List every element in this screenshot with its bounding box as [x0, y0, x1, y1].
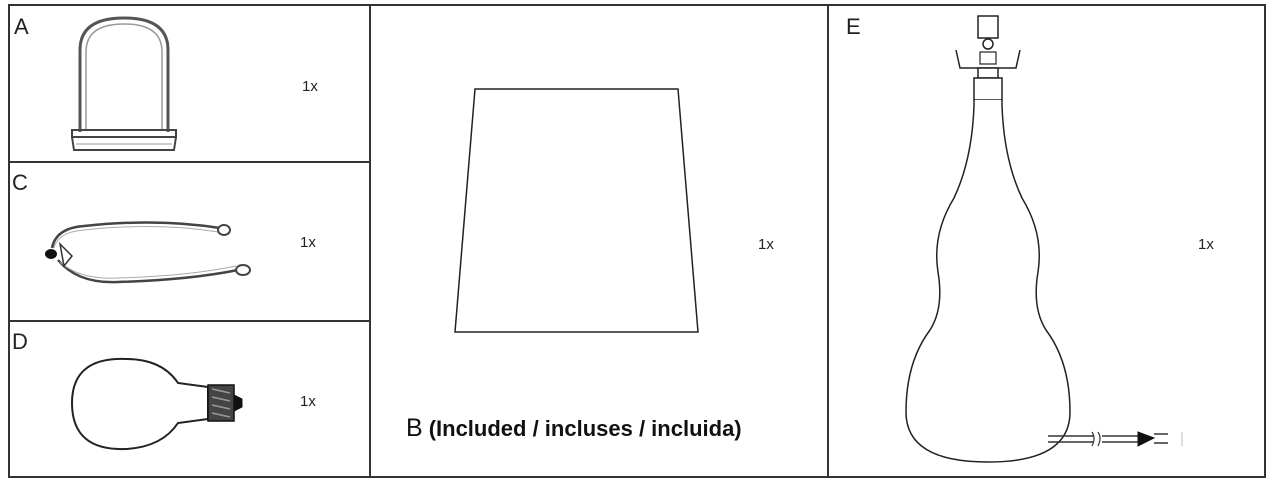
part-e-qty: 1x	[1198, 236, 1214, 253]
harp-icon	[66, 12, 186, 162]
harp-arms-icon	[38, 204, 258, 294]
part-a-cell: A 1x	[8, 4, 370, 162]
part-b-caption-text: (Included / incluses / incluida)	[429, 416, 742, 441]
part-d-cell: D 1x	[8, 321, 370, 478]
part-a-qty: 1x	[302, 78, 318, 95]
part-b-cell: 1x B(Included / incluses / incluida)	[370, 4, 828, 478]
part-d-letter: D	[12, 329, 28, 355]
part-b-qty: 1x	[758, 236, 774, 253]
part-d-qty: 1x	[300, 393, 316, 410]
light-bulb-icon	[68, 349, 248, 459]
part-c-letter: C	[12, 170, 28, 196]
part-c-cell: C 1x	[8, 162, 370, 320]
part-e-cell: E 1x	[828, 4, 1266, 478]
lamp-base-icon	[898, 10, 1188, 472]
part-e-letter: E	[846, 14, 861, 40]
part-b-letter: B	[406, 414, 423, 442]
part-b-caption: B(Included / incluses / incluida)	[406, 414, 742, 443]
lampshade-icon	[450, 86, 700, 338]
part-a-letter: A	[14, 14, 29, 40]
part-c-qty: 1x	[300, 234, 316, 251]
